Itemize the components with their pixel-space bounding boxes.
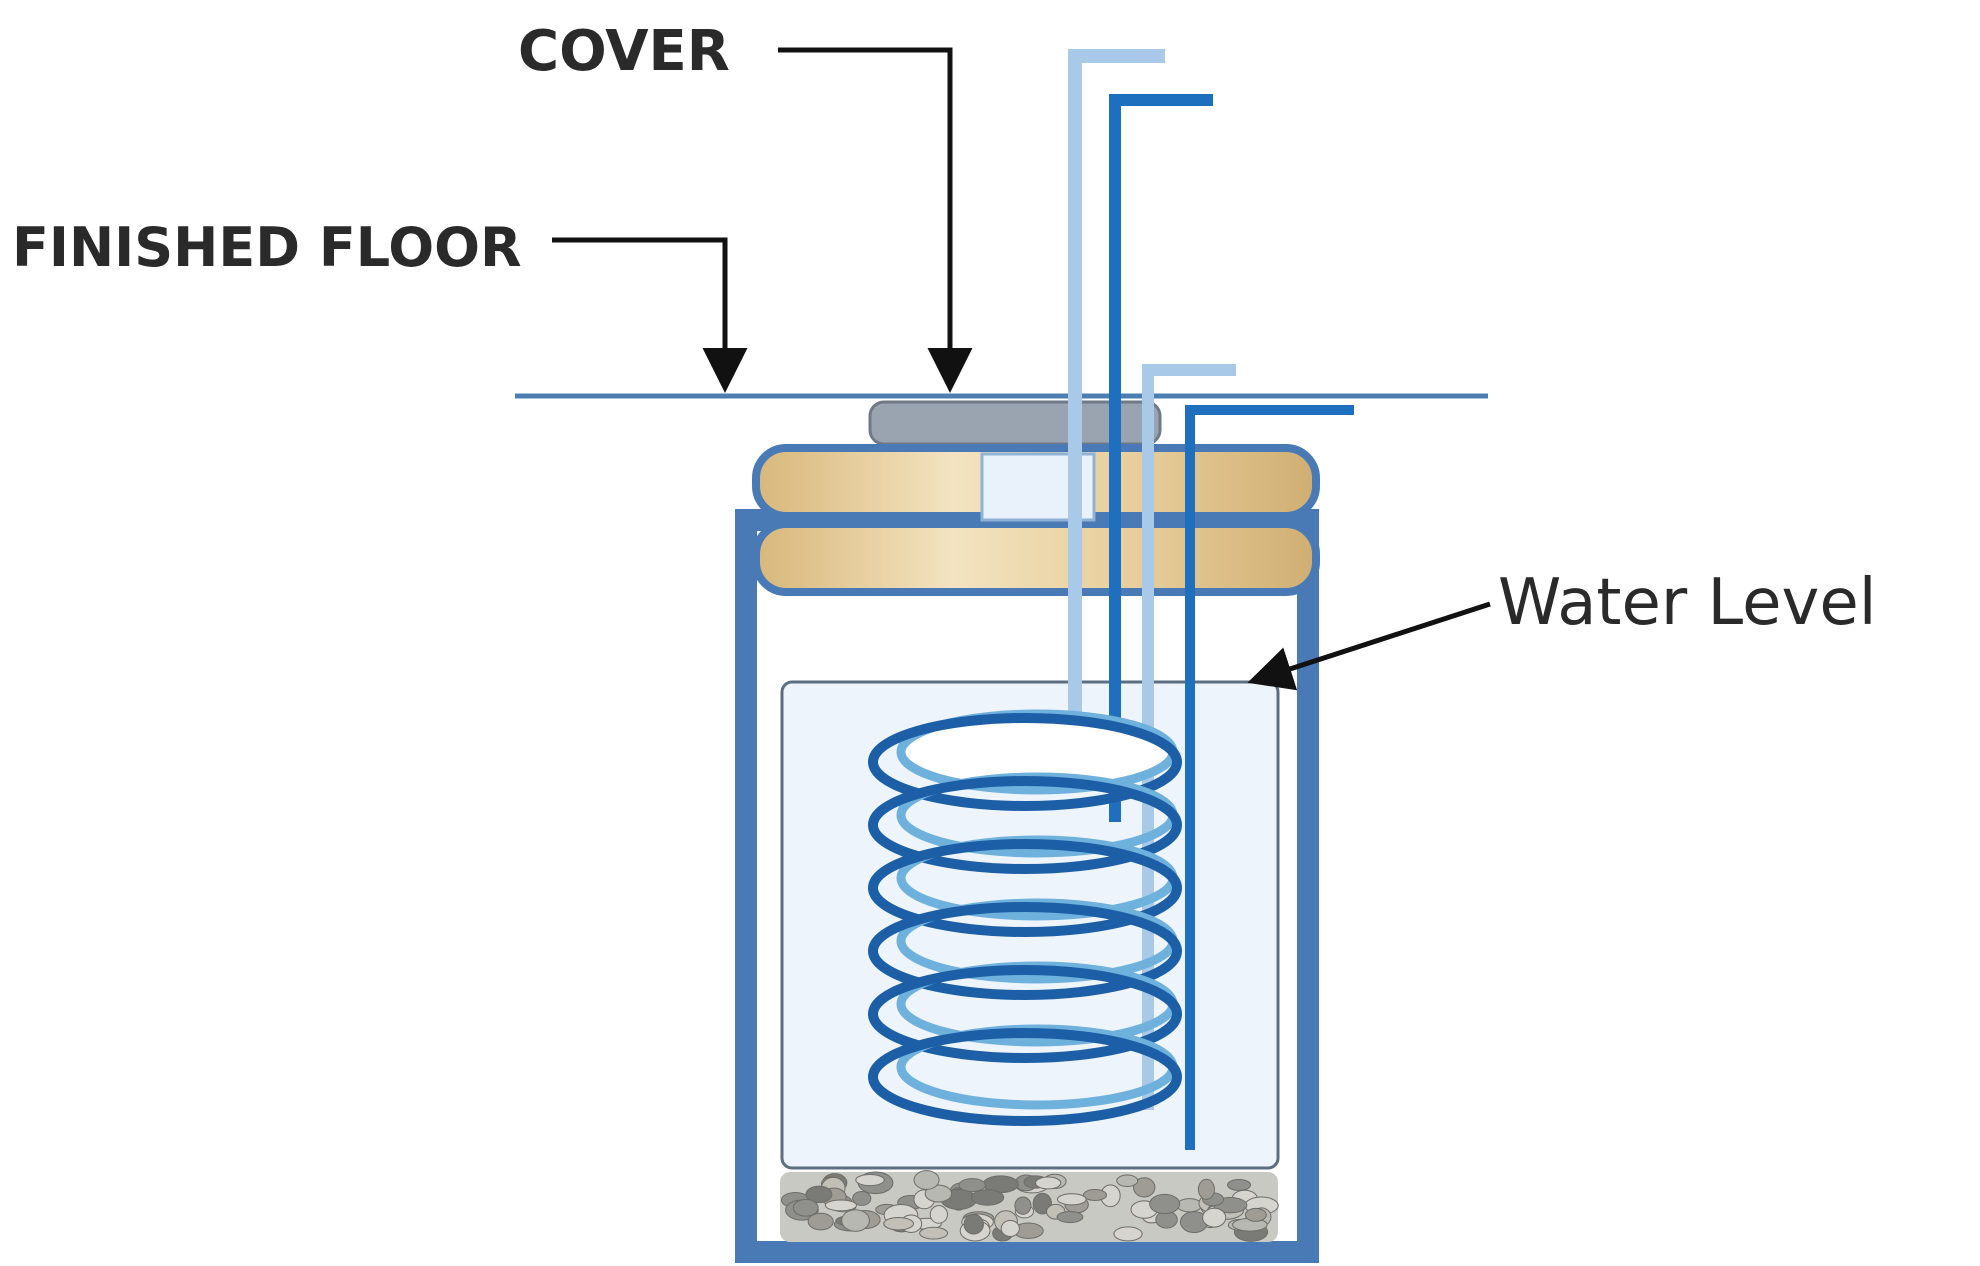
gravel-stone <box>852 1190 872 1206</box>
gravel-stone <box>1197 1178 1215 1200</box>
collar-ring-lower <box>752 520 1320 596</box>
gravel-stone <box>1116 1174 1139 1187</box>
gravel-stone <box>1014 1196 1032 1215</box>
gravel-bed <box>780 1170 1279 1242</box>
coil-turn-dark <box>868 902 1182 1000</box>
pipe-dark-inner <box>1185 405 1354 1150</box>
gravel-stone <box>805 1185 833 1204</box>
gravel-stone <box>1176 1198 1203 1213</box>
gravel-stone <box>1244 1207 1267 1222</box>
gravel-stone <box>1082 1189 1108 1201</box>
coil-turn-dark <box>868 713 1182 811</box>
cover-label: COVER <box>518 19 730 84</box>
gravel-stone <box>970 1189 1005 1206</box>
gravel-stone <box>929 1205 948 1224</box>
finished-floor-leader-arrow <box>552 237 748 393</box>
gravel-stone <box>855 1174 885 1187</box>
gravel-stone <box>913 1170 940 1190</box>
coil-loop <box>868 709 1182 1126</box>
pipe-dark-outer <box>1109 94 1213 822</box>
coil-turn-dark <box>868 839 1182 937</box>
gravel-stone <box>1000 1220 1020 1237</box>
water-level-leader-arrow <box>1247 601 1491 691</box>
gravel-stone <box>924 1184 953 1203</box>
coil-turn-dark <box>868 776 1182 874</box>
gravel-stone <box>1056 1193 1087 1206</box>
gravel-stone <box>1202 1207 1227 1228</box>
gravel-stone <box>807 1212 834 1231</box>
gravel-stone <box>1113 1226 1143 1242</box>
gravel-stone <box>1149 1193 1181 1215</box>
gravel-stone <box>1056 1210 1084 1224</box>
coil-turn-dark <box>868 1028 1182 1126</box>
gravel-stone <box>1132 1177 1156 1198</box>
gravel-stone <box>919 1226 949 1240</box>
gravel-stone <box>883 1216 915 1231</box>
gravel-stone <box>1227 1179 1252 1191</box>
gravel-stone <box>824 1199 858 1212</box>
gravel-stone <box>792 1199 819 1217</box>
pipe-light-outer <box>1068 49 1165 780</box>
gravel-stone <box>841 1209 870 1232</box>
gravel-stone <box>1035 1176 1062 1190</box>
gravel-stone <box>958 1178 986 1192</box>
coil-turn-dark <box>868 965 1182 1063</box>
gravel-stone <box>963 1214 984 1235</box>
water-level-label: Water Level <box>1498 566 1876 640</box>
finished-floor-label: FINISHED FLOOR <box>12 216 522 279</box>
cover-leader-arrow <box>778 47 973 393</box>
